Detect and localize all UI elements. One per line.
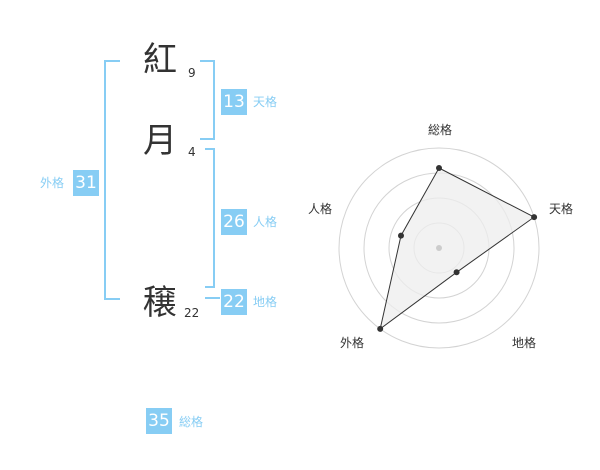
radar-chart (338, 147, 540, 349)
radar-label-chikaku: 地格 (512, 336, 537, 350)
gaikaku-bracket (104, 60, 120, 300)
chikaku-connector (205, 297, 220, 299)
name-char-2: 月 (143, 121, 177, 161)
radar-label-gaikaku: 外格 (340, 336, 365, 350)
radar-grid-ring-4 (338, 147, 540, 349)
jinkaku-bracket (205, 148, 215, 288)
radar-data-polygon (379, 167, 536, 331)
radar-label-soukaku: 総格 (428, 123, 453, 137)
soukaku-label: 総格 (179, 415, 204, 429)
radar-label-jinkaku: 人格 (308, 202, 333, 216)
radar-point-3 (377, 325, 384, 332)
radar-center-dot (436, 245, 442, 251)
jinkaku-value: 26 (221, 209, 247, 235)
gaikaku-label: 外格 (40, 176, 65, 190)
soukaku-value: 35 (146, 408, 172, 434)
name-char-3: 穣 (143, 283, 177, 323)
chikaku-label: 地格 (253, 295, 278, 309)
name-char-1: 紅 (143, 40, 177, 80)
tenkaku-bracket (200, 60, 215, 140)
stroke-count-3: 22 (184, 306, 200, 320)
tenkaku-label: 天格 (253, 95, 278, 109)
stroke-count-2: 4 (188, 145, 196, 159)
tenkaku-value: 13 (221, 89, 247, 115)
radar-point-4 (398, 232, 404, 239)
radar-point-2 (453, 269, 460, 276)
gaikaku-value: 31 (73, 170, 99, 196)
chikaku-value: 22 (221, 289, 247, 315)
radar-point-0 (436, 165, 442, 171)
radar-points (377, 165, 538, 332)
stroke-count-1: 9 (188, 66, 196, 80)
jinkaku-label: 人格 (253, 215, 278, 229)
radar-label-tenkaku: 天格 (549, 202, 574, 216)
radar-point-1 (531, 214, 538, 221)
